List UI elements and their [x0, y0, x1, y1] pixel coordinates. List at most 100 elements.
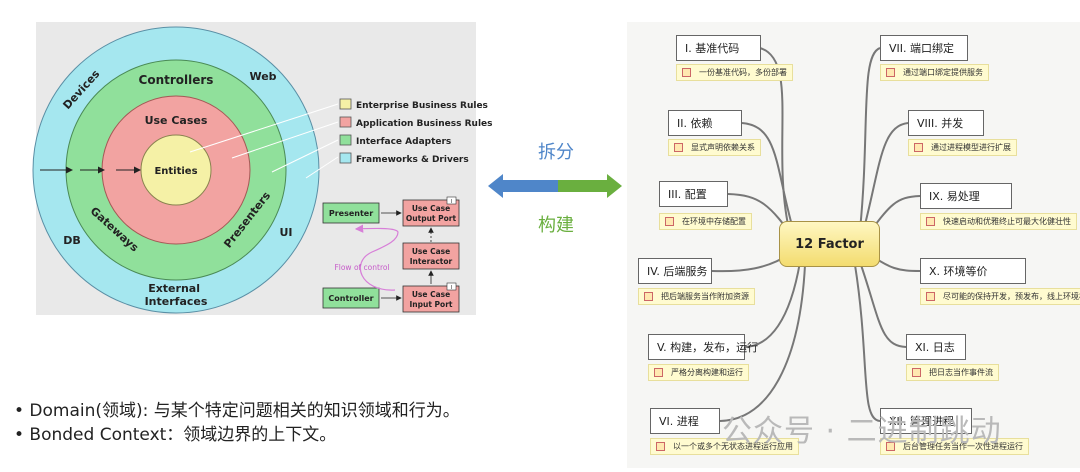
factor-note: 后台管理任务当作一次性进程运行: [880, 438, 1029, 455]
controller-box: [322, 287, 380, 309]
note-icon: [886, 442, 895, 451]
note-icon: [644, 292, 653, 301]
factor-note-text: 把日志当作事件流: [929, 368, 993, 377]
web-label: Web: [249, 70, 276, 83]
db-label: DB: [63, 234, 81, 247]
note-icon: [665, 217, 674, 226]
flow-of-control-label: Flow of control: [334, 263, 389, 272]
external-interfaces-line: Interfaces: [145, 295, 208, 308]
factor-node: IX. 易处理: [920, 183, 1012, 209]
interface-marker-label: I: [451, 285, 452, 291]
mindmap-center-node: 12 Factor: [779, 221, 880, 267]
factor-note-text: 把后端服务当作附加资源: [661, 292, 749, 301]
legend-label: Application Business Rules: [356, 119, 493, 129]
output-port-line1: Use Case: [412, 204, 450, 213]
connector-line: [744, 261, 801, 348]
factor-node: XII. 管理进程: [880, 408, 972, 434]
note-icon: [656, 442, 665, 451]
factor-note: 通过端口绑定提供服务: [880, 64, 989, 81]
interface-marker-label: I: [451, 199, 452, 205]
output-port-line2: Output Port: [406, 214, 457, 223]
factor-note-text: 通过进程模型进行扩展: [931, 143, 1011, 152]
connector-line: [859, 261, 907, 348]
external-interfaces-label: External Interfaces: [145, 282, 208, 308]
interface-marker: [446, 196, 457, 205]
bullet-bonded-context: • Bonded Context：领域边界的上下文。: [14, 425, 337, 445]
legend-label: Frameworks & Drivers: [356, 155, 469, 165]
controller-label: Controller: [328, 294, 373, 303]
interface-marker: [446, 282, 457, 291]
split-label: 拆分: [538, 142, 574, 163]
split-arrow: [488, 174, 558, 198]
build-arrow: [558, 174, 622, 198]
flow-of-control-curve: [354, 224, 399, 291]
note-icon: [926, 292, 935, 301]
legend-swatch: [339, 134, 352, 146]
factor-note-text: 一份基准代码，多份部署: [699, 68, 787, 77]
factor-node: X. 环境等价: [920, 258, 1026, 284]
connector-line: [854, 264, 881, 422]
factor-node: IV. 后端服务: [638, 258, 712, 284]
presenter-box: [322, 202, 380, 224]
use-cases-label: Use Cases: [145, 114, 208, 127]
legend-swatch: [339, 116, 352, 128]
factor-node: V. 构建，发布，运行: [648, 334, 758, 360]
factor-note-text: 后台管理任务当作一次性进程运行: [903, 442, 1023, 451]
factor-node: XI. 日志: [906, 334, 966, 360]
factor-node: VI. 进程: [650, 408, 720, 434]
entities-label: Entities: [154, 166, 197, 177]
connector-group: [711, 47, 921, 422]
input-port-box: [402, 285, 460, 313]
note-icon: [654, 368, 663, 377]
factor-node: VIII. 并发: [908, 110, 984, 136]
note-icon: [912, 368, 921, 377]
external-interfaces-line: External: [148, 282, 200, 295]
factor-node: VII. 端口绑定: [880, 35, 968, 61]
watermark-text: 公众号 · 二进制跳动: [722, 414, 1002, 449]
legend: Enterprise Business Rules Application Bu…: [339, 98, 493, 165]
output-port-box: [402, 199, 460, 227]
flow-of-control-diagram: Presenter Controller Use Case Output Por…: [322, 196, 460, 313]
connector-line: [759, 47, 791, 235]
factor-note-text: 在环境中存储配置: [682, 217, 746, 226]
interactor-line1: Use Case: [412, 247, 450, 256]
split-build-arrow: 拆分 构建: [488, 142, 622, 236]
factor-note: 尽可能的保持开发，预发布，线上环境相同: [920, 288, 1080, 305]
factor-note: 通过进程模型进行扩展: [908, 139, 1017, 156]
factor-note-text: 以一个或多个无状态进程运行应用: [673, 442, 793, 451]
pointer-line: [231, 121, 339, 159]
note-icon: [682, 68, 691, 77]
pointer-line: [271, 139, 339, 173]
legend-swatch: [339, 152, 352, 164]
presenter-label: Presenter: [329, 209, 373, 218]
factor-note-text: 严格分离构建和运行: [671, 368, 743, 377]
connector-line: [741, 122, 796, 237]
connector-line: [719, 264, 806, 422]
watermark: 公众号 · 二进制跳动: [722, 406, 1002, 450]
factor-note: 把后端服务当作附加资源: [638, 288, 755, 305]
interactor-line2: Interactor: [410, 257, 453, 266]
build-label: 构建: [538, 215, 574, 236]
factor-note-text: 快速启动和优雅终止可最大化健壮性: [943, 217, 1071, 226]
legend-label: Enterprise Business Rules: [356, 101, 488, 111]
factor-note: 以一个或多个无状态进程运行应用: [650, 438, 799, 455]
note-icon: [926, 217, 935, 226]
connector-line: [861, 122, 909, 237]
input-port-line1: Use Case: [412, 290, 450, 299]
factor-node: II. 依赖: [668, 110, 742, 136]
factor-note: 严格分离构建和运行: [648, 364, 749, 381]
legend-label: Interface Adapters: [356, 137, 451, 147]
legend-swatch: [339, 98, 352, 110]
factor-note: 一份基准代码，多份部署: [676, 64, 793, 81]
factor-node: III. 配置: [659, 181, 728, 207]
pointer-line: [189, 103, 339, 153]
pointer-line: [305, 156, 339, 179]
connector-line: [859, 47, 881, 231]
factor-node: I. 基准代码: [676, 35, 761, 61]
input-port-line2: Input Port: [410, 300, 453, 309]
bullet-domain: • Domain(领域): 与某个特定问题相关的知识领域和行为。: [14, 401, 460, 421]
factor-note: 显式声明依赖关系: [668, 139, 761, 156]
factor-note-text: 显式声明依赖关系: [691, 143, 755, 152]
factor-note: 在环境中存储配置: [659, 213, 752, 230]
